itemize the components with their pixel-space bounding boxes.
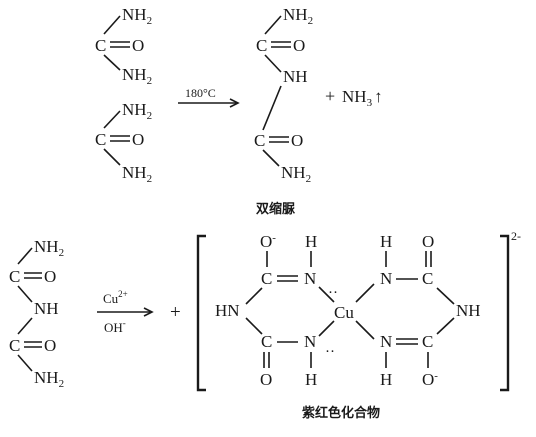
arrow-head	[229, 98, 240, 108]
complex-n-4: N	[380, 332, 392, 351]
reagent-oxygen-1: O	[44, 267, 56, 286]
bond	[245, 287, 263, 305]
biuret-molecule: NH2 C O NH C O NH2	[254, 5, 313, 185]
reagent-carbon-1: C	[9, 267, 20, 286]
bond	[17, 285, 33, 303]
complex-n-1: N	[304, 269, 316, 288]
complex-oxygen-anion-2: O-	[422, 370, 438, 389]
biuret-carbon-2: C	[254, 131, 265, 150]
complex-h-2: H	[305, 370, 317, 389]
bond	[17, 354, 33, 372]
complex-carbon-4: C	[422, 332, 433, 351]
right-bracket	[500, 234, 510, 392]
complex-carbon-1: C	[261, 269, 272, 288]
complex-hn: HN	[215, 301, 240, 320]
urea2-carbon: C	[95, 130, 106, 149]
bond	[103, 110, 121, 129]
complex-h-1: H	[305, 232, 317, 251]
bond	[103, 15, 121, 35]
left-bracket	[196, 234, 206, 392]
bond	[17, 247, 33, 265]
biuret-oxygen-2: O	[291, 131, 303, 150]
complex-carbon-3: C	[422, 269, 433, 288]
complex-oxygen-anion-1: O-	[260, 232, 276, 251]
complex-oxygen-1: O	[260, 370, 272, 389]
bond	[264, 54, 282, 73]
coord-bond	[355, 283, 375, 303]
bond	[103, 148, 121, 166]
ammonia: NH3↑	[342, 87, 383, 109]
plus-sign-1: +	[325, 86, 335, 106]
arrow-condition-label: 180°C	[185, 86, 216, 100]
urea1-nh2-bottom: NH2	[122, 65, 152, 87]
coord-bond	[318, 286, 335, 303]
urea2-nh2-bottom: NH2	[122, 163, 152, 185]
biuret-nh2-bottom: NH2	[281, 163, 311, 185]
complex-carbon-2: C	[261, 332, 272, 351]
urea1-nh2-top: NH2	[122, 5, 152, 27]
lone-pair-1: ··	[328, 285, 338, 301]
complex-h-3: H	[380, 232, 392, 251]
coord-bond	[318, 320, 335, 337]
biuret-carbon-1: C	[256, 36, 267, 55]
reagent-carbon-2: C	[9, 336, 20, 355]
biuret-nh: NH	[283, 67, 308, 86]
biuret-oxygen-1: O	[293, 36, 305, 55]
arrow-reagent-cu: Cu2+	[103, 289, 128, 306]
urea2-oxygen: O	[132, 130, 144, 149]
complex-nh: NH	[456, 301, 481, 320]
urea-molecule-bottom: NH2 C O NH2	[95, 100, 152, 185]
reagent-nh: NH	[34, 299, 59, 318]
coord-bond	[355, 320, 375, 340]
reaction-arrow-heat: 180°C	[178, 86, 240, 108]
bond	[245, 317, 263, 335]
biuret-reagent: NH2 C O NH C O NH2	[9, 237, 64, 390]
copper-biuret-complex: O- H C N HN ·· Cu C N O H ·· H O	[215, 232, 481, 389]
complex-n-3: N	[380, 269, 392, 288]
arrow-reagent-oh: OH-	[104, 318, 126, 335]
urea1-oxygen: O	[132, 36, 144, 55]
complex-h-4: H	[380, 370, 392, 389]
biuret-nh2-top: NH2	[283, 5, 313, 27]
complex-charge: 2-	[511, 229, 521, 243]
bond	[436, 317, 455, 335]
bond	[103, 54, 121, 71]
reagent-oxygen-2: O	[44, 336, 56, 355]
complex-oxygen-2: O	[422, 232, 434, 251]
biuret-label: 双缩脲	[256, 201, 296, 217]
urea1-carbon: C	[95, 36, 106, 55]
reaction-arrow-copper: Cu2+ OH-	[97, 289, 154, 335]
bond	[436, 287, 455, 305]
complex-n-2: N	[304, 332, 316, 351]
lone-pair-2: ··	[325, 344, 335, 360]
reagent-nh2-bottom: NH2	[34, 368, 64, 390]
arrow-head	[143, 307, 154, 317]
urea2-nh2-top: NH2	[122, 100, 152, 122]
copper-center: Cu	[334, 303, 354, 322]
bond	[17, 317, 33, 335]
bond	[262, 149, 280, 167]
purple-complex-label: 紫红色化合物	[302, 405, 380, 421]
bond	[264, 15, 282, 35]
bond	[262, 85, 282, 131]
plus-sign-2: +	[170, 302, 181, 323]
reagent-nh2-top: NH2	[34, 237, 64, 259]
urea-molecule-top: NH2 C O NH2	[95, 5, 152, 87]
